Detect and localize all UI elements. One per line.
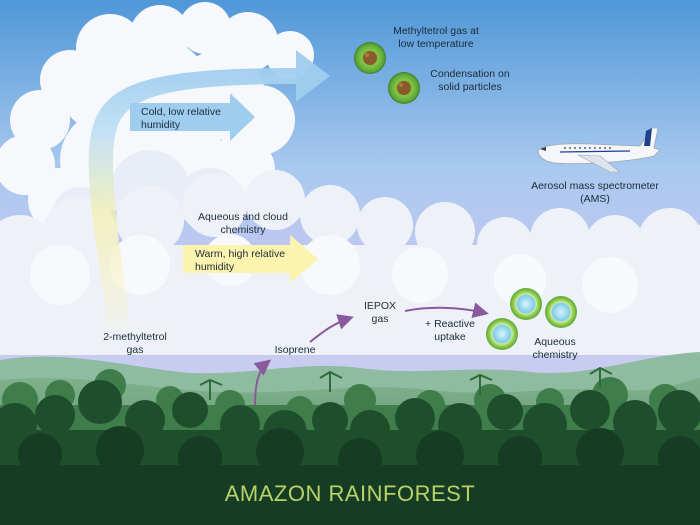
aqueous-droplet	[510, 288, 542, 320]
reactive-uptake-label: + Reactive uptake	[425, 318, 475, 343]
iepox-label: IEPOX gas	[363, 300, 397, 325]
warm-arrow	[183, 235, 318, 283]
condensation-particle	[388, 72, 420, 104]
cold-arrow-label: Cold, low relative humidity	[141, 106, 221, 131]
condensation-label: Condensation on solid particles	[430, 68, 510, 93]
aqueous-chemistry-label: Aqueous chemistry	[532, 336, 578, 361]
aqueous-cloud-label: Aqueous and cloud chemistry	[198, 211, 288, 236]
isoprene-emission-arrow	[253, 359, 272, 406]
aqueous-droplet	[545, 296, 577, 328]
aircraft-label: Aerosol mass spectrometer (AMS)	[531, 180, 659, 205]
methyltetrol-gas-label: Methyltetrol gas at low temperature	[393, 25, 479, 50]
methyltetrol-2-label: 2-methyltetrol gas	[103, 331, 167, 356]
forest-darkest	[0, 426, 700, 525]
palm-fronds	[199, 366, 613, 400]
updraft-arrow	[88, 68, 300, 330]
diagram-title: AMAZON RAINFOREST	[224, 481, 476, 506]
isoprene-label: Isoprene	[274, 344, 316, 356]
updraft-arrow-head	[296, 50, 330, 102]
cold-arrow	[130, 93, 255, 141]
aircraft-icon	[537, 127, 661, 173]
aqueous-droplet	[486, 318, 518, 350]
iepox-to-aqueous-arrow	[404, 302, 489, 318]
isoprene-to-iepox-arrow	[309, 314, 354, 343]
methyltetrol-particle	[354, 42, 386, 74]
warm-arrow-label: Warm, high relative humidity	[195, 248, 286, 273]
